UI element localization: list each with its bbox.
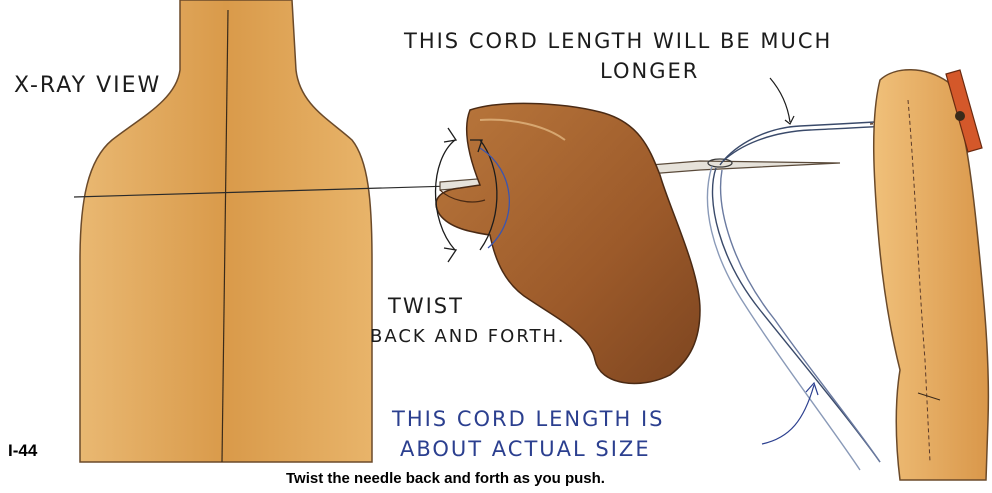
figure-number: I-44 — [8, 441, 38, 460]
wood-body-xray — [74, 0, 520, 462]
label-xray-view: X-RAY VIEW — [14, 73, 161, 98]
label-twist-1: TWIST — [387, 294, 464, 318]
label-cord-long-2: LONGER — [600, 59, 699, 83]
figure-caption: Twist the needle back and forth as you p… — [286, 470, 605, 487]
label-twist-2: BACK AND FORTH. — [370, 326, 565, 347]
pointer-long-cord — [770, 78, 790, 122]
label-cord-actual-2: ABOUT ACTUAL SIZE — [400, 437, 651, 461]
label-cord-actual-1: THIS CORD LENGTH IS — [391, 407, 664, 431]
label-cord-long-1: THIS CORD LENGTH WILL BE MUCH — [403, 29, 832, 53]
